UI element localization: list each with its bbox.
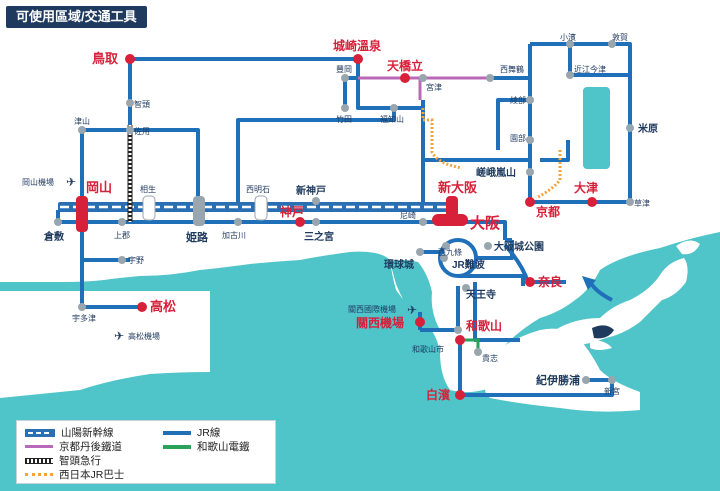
land-kii <box>485 328 640 412</box>
label-kobe: 神戸 <box>280 204 304 219</box>
labels-dark: 姫路 大阪 倉敷 新神戸 三之宮 嵯峨嵐山 米原 環球城 JR難波 大阪城公園 … <box>43 122 658 387</box>
label-tsuruga: 敦賀 <box>612 32 628 42</box>
label-omiimazu: 近江今津 <box>574 64 606 74</box>
label-utazu: 宇多津 <box>72 313 96 323</box>
label-shinkobe: 新神戸 <box>296 184 326 197</box>
label-uno: 宇野 <box>128 255 144 265</box>
label-kurashiki: 倉敷 <box>43 230 65 243</box>
label-kansai-airport: 關西機場 <box>356 315 404 330</box>
label-jrnamba: JR難波 <box>452 258 486 271</box>
legend-wakayama-label: 和歌山電鐵 <box>197 441 250 453</box>
label-wakayama: 和歌山 <box>465 318 502 333</box>
label-osaka: 大阪 <box>470 214 501 232</box>
land-shikoku <box>0 291 210 398</box>
label-maibara: 米原 <box>638 122 658 135</box>
label-kiikatsuura: 紀伊勝浦 <box>536 373 580 387</box>
label-kishi: 貴志 <box>482 353 498 363</box>
label-kansaiintlairport: 關西國際機場 <box>348 304 396 314</box>
airplane-icon: ✈ <box>66 175 76 189</box>
label-shingu: 新宮 <box>604 386 620 396</box>
label-takeda: 竹田 <box>336 114 352 124</box>
wakayama-swatch <box>163 444 191 449</box>
label-kosome: 小濱 <box>560 32 576 42</box>
legend-bus: 西日本JR巴士 <box>25 467 124 482</box>
label-osakajokoen: 大阪城公園 <box>494 240 544 253</box>
label-nishikujo: 西九條 <box>438 247 462 257</box>
lake-biwa <box>583 87 610 169</box>
station-okayama <box>76 196 88 232</box>
osaka-bay <box>390 260 440 332</box>
bus-swatch <box>25 473 53 476</box>
legend-shinkansen: 山陽新幹線 <box>25 425 114 440</box>
label-fukuchiyama: 福知山 <box>380 114 404 124</box>
label-kamigori: 上郡 <box>114 230 130 240</box>
jr-bus-line <box>421 108 562 200</box>
label-toyooka: 豐岡 <box>336 64 352 74</box>
labels-major: 鳥取 城崎溫泉 天橋立 岡山 神戸 新大阪 京都 大津 奈良 高松 關西機場 和… <box>86 38 598 402</box>
label-tennoji: 天王寺 <box>466 288 496 301</box>
legend-tango: 京都丹後鐵道 <box>25 439 122 454</box>
label-kusatsu: 草津 <box>634 198 650 208</box>
label-sagaarashiyama: 嵯峨嵐山 <box>476 166 516 179</box>
label-nishimaizuru: 西舞鶴 <box>500 64 524 74</box>
label-chizu: 智頭 <box>134 99 150 109</box>
label-sonobe: 園部 <box>510 133 526 143</box>
jr-swatch <box>163 430 191 435</box>
label-sannomiya: 三之宮 <box>304 230 334 243</box>
label-universalcity: 環球城 <box>384 258 414 271</box>
land-honshu <box>0 0 720 393</box>
label-nishiakashi: 西明石 <box>246 185 270 194</box>
label-ayabe: 綾部 <box>510 95 526 105</box>
label-himeji: 姫路 <box>186 230 209 244</box>
label-sayo: 佐用 <box>134 126 150 136</box>
label-tsuyama: 津山 <box>74 116 90 126</box>
japan-inset <box>552 240 700 358</box>
tango-swatch <box>25 445 53 448</box>
station-himeji <box>193 196 205 226</box>
label-okayama: 岡山 <box>86 180 112 195</box>
label-takamatsu-airport: 高松機場 <box>128 331 160 341</box>
label-amanohashidate: 天橋立 <box>387 58 423 73</box>
labels-minor: 智頭 佐用 津山 相生 上郡 宇野 宇多津 西明石 加古川 尼崎 豐岡 宮津 竹… <box>22 32 650 396</box>
label-aioi: 相生 <box>140 184 156 194</box>
legend-chizu: 智頭急行 <box>25 453 101 468</box>
station-shinosaka <box>446 196 458 218</box>
station-aioi <box>142 195 156 221</box>
label-kakogawa: 加古川 <box>222 230 246 240</box>
label-shinosaka: 新大阪 <box>438 180 478 195</box>
legend-chizu-label: 智頭急行 <box>59 455 101 467</box>
legend: 山陽新幹線 京都丹後鐵道 智頭急行 西日本JR巴士 JR線 和歌山電鐵 <box>16 420 276 484</box>
airplane-icon: ✈ <box>407 303 417 317</box>
label-amagasaki: 尼崎 <box>400 210 416 220</box>
label-shirahama: 白濱 <box>426 387 450 402</box>
legend-jr-label: JR線 <box>197 427 221 439</box>
legend-shinkansen-label: 山陽新幹線 <box>61 427 114 439</box>
legend-wakayama: 和歌山電鐵 <box>163 439 250 454</box>
label-tottori: 鳥取 <box>92 51 119 66</box>
label-otsu: 大津 <box>574 180 598 195</box>
airport-icons: ✈ ✈ ✈ <box>66 175 417 343</box>
map-title: 可使用區域/交通工具 <box>6 6 147 28</box>
label-miyazu: 宮津 <box>426 82 442 92</box>
airplane-icon: ✈ <box>114 329 124 343</box>
chizu-swatch <box>25 457 53 464</box>
label-kinosaki: 城崎溫泉 <box>333 38 382 53</box>
label-kyoto: 京都 <box>536 204 560 219</box>
legend-bus-label: 西日本JR巴士 <box>59 469 125 481</box>
label-nara: 奈良 <box>537 274 562 289</box>
station-nishiakashi <box>254 195 268 221</box>
stations <box>54 40 634 400</box>
label-wakayamashi: 和歌山市 <box>412 344 444 354</box>
station-osaka <box>432 214 468 226</box>
legend-tango-label: 京都丹後鐵道 <box>59 441 122 453</box>
legend-jr: JR線 <box>163 425 220 440</box>
label-takamatsu: 高松 <box>150 299 176 314</box>
shinkansen-swatch <box>25 428 55 437</box>
label-okayama-airport: 岡山機場 <box>22 177 54 187</box>
